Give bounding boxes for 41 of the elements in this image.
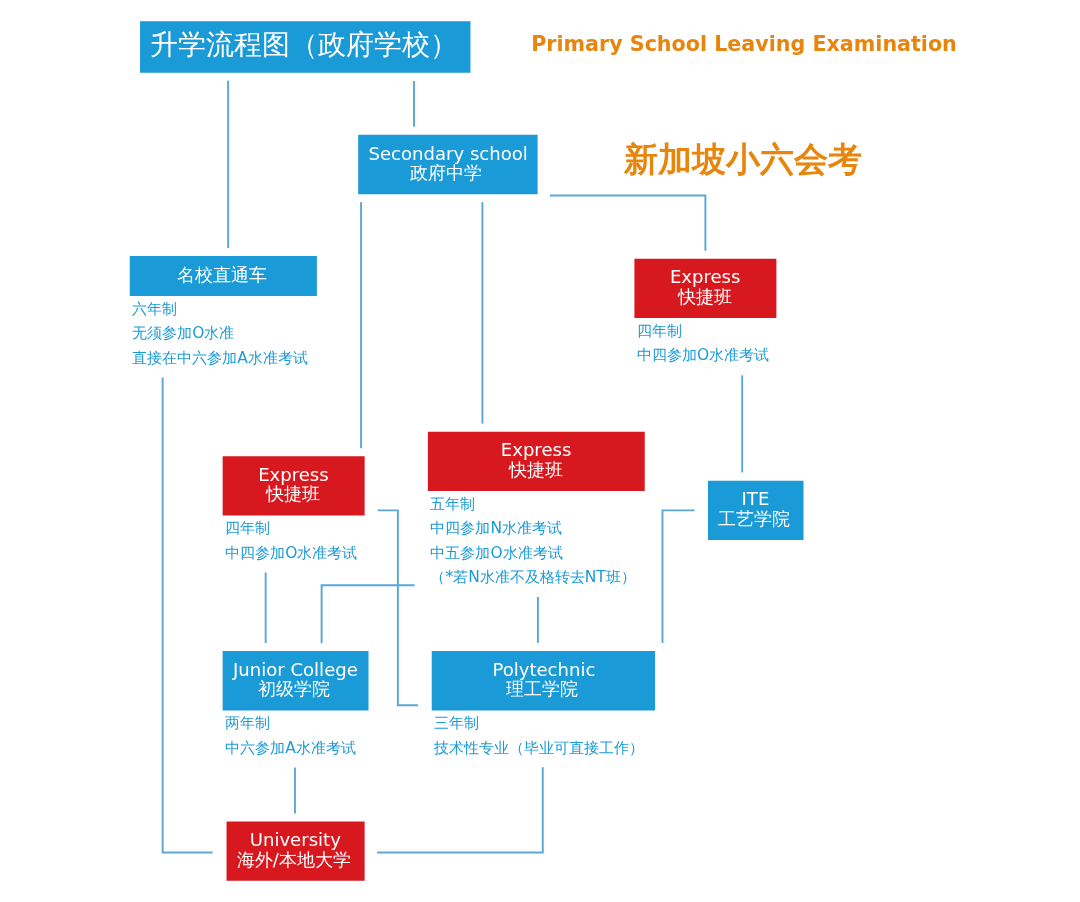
connector	[359, 201, 362, 450]
node-box: University 海外/本地大学	[226, 821, 365, 881]
node-box: 名校直通车	[129, 256, 317, 297]
node-label: 中六参加A水准考试	[224, 738, 356, 757]
node-label: 中五参加O水准考试	[429, 543, 563, 562]
label: Primary School Leaving Examination	[530, 31, 957, 56]
connector	[661, 509, 696, 645]
node-box: 升学流程图（政府学校）	[139, 21, 470, 73]
connector	[740, 374, 743, 474]
label: 新加坡小六会考	[623, 140, 862, 180]
node-label: 中四参加O水准考试	[224, 543, 357, 562]
connector	[376, 509, 419, 707]
node-label: 六年制	[131, 299, 177, 318]
node-label: 技术性专业（毕业可直接工作）	[433, 738, 644, 757]
node-label: 无须参加O水准	[131, 324, 234, 343]
node-box: Polytechnic 理工学院	[431, 651, 655, 711]
node-label: 两年制	[224, 714, 270, 732]
node-label: 中四参加O水准考试	[636, 346, 769, 365]
node-box: Junior College 初级学院	[222, 651, 368, 711]
node-label: 四年制	[636, 321, 682, 340]
node-box: Secondary school 政府中学	[357, 134, 538, 195]
node-label: 中四参加N水准考试	[429, 519, 562, 538]
node-label: 三年制	[433, 714, 479, 732]
connector	[264, 571, 267, 644]
node-label: （*若N水准不及格转去NT班）	[429, 568, 636, 587]
connector	[480, 201, 483, 425]
connector	[536, 596, 539, 644]
connector	[548, 194, 706, 252]
connector	[226, 79, 229, 249]
node-box: Express 快捷班	[633, 258, 776, 319]
connector	[293, 766, 296, 815]
node-box: Express 快捷班	[427, 431, 645, 491]
connector	[375, 766, 544, 854]
node-label: 五年制	[429, 494, 475, 513]
connector	[412, 80, 415, 128]
node-box: ITE 工艺学院	[707, 480, 803, 541]
connector	[320, 584, 415, 645]
node-label: 直接在中六参加A水准考试	[131, 348, 308, 367]
node-box: Express 快捷班	[222, 456, 365, 516]
node-label: 四年制	[224, 519, 270, 538]
connector	[161, 376, 214, 854]
